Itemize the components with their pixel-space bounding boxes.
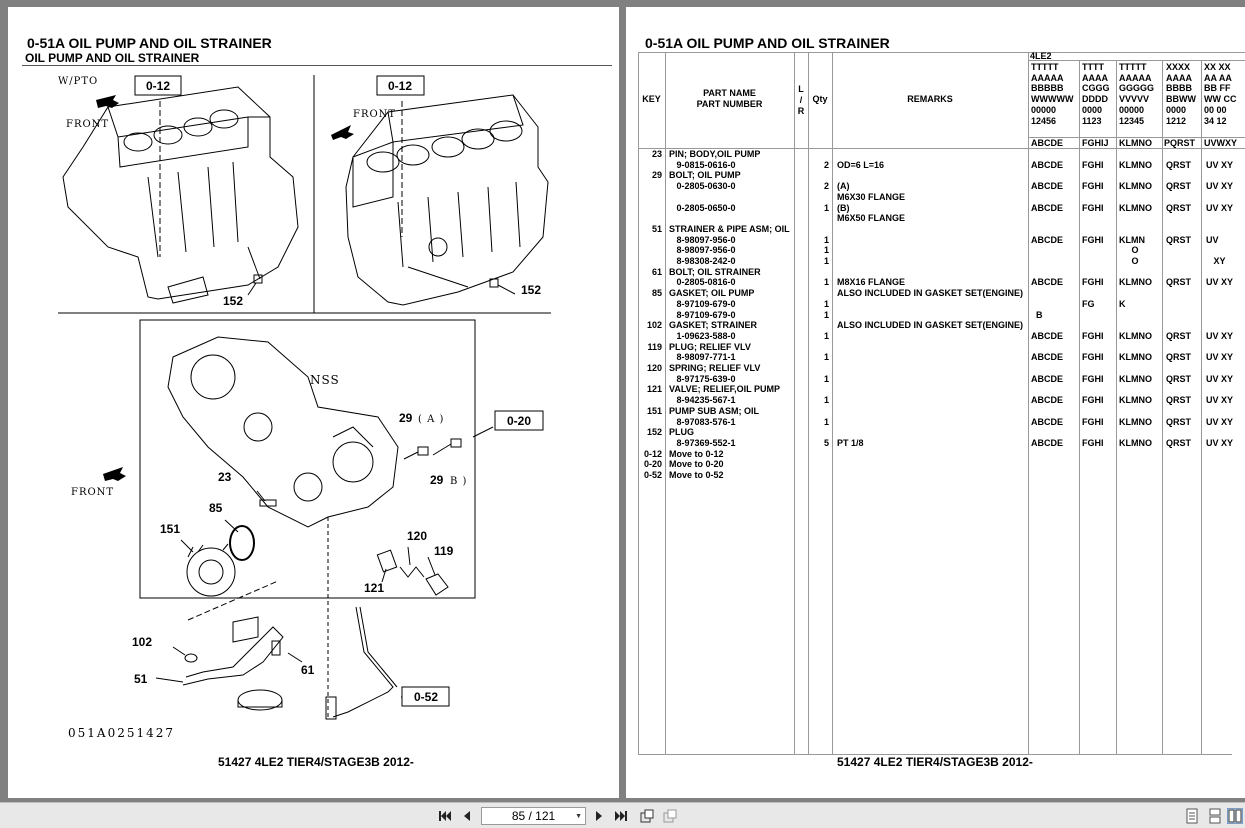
callout-51: 51: [134, 672, 148, 686]
front-arrow-icon: [96, 95, 119, 108]
header-qty: Qty: [812, 94, 828, 104]
header-part-name: PART NAME: [703, 88, 756, 98]
nss-label: NSS: [310, 373, 340, 387]
wpto-label: W/PTO: [58, 76, 98, 87]
pump-151: [186, 543, 236, 597]
svg-text:0-12: 0-12: [146, 79, 170, 93]
gasket-85: [229, 525, 255, 561]
pump-cover: [167, 336, 399, 528]
page-title: 0-51A OIL PUMP AND OIL STRAINER: [645, 35, 890, 51]
single-page-icon[interactable]: [1184, 808, 1200, 824]
engine-block-right: [345, 94, 549, 306]
model-code-col-4: XXXX AAAA BBBB BBWW 0000 1212: [1166, 62, 1196, 126]
model-code-col-2: TTTT AAAA CGGG DDDD 0000 1123: [1082, 62, 1110, 126]
bolt-61: [271, 640, 281, 656]
model-sub-1: ABCDE: [1031, 138, 1064, 148]
ref-box-0-20[interactable]: 0-20: [494, 410, 544, 431]
key-column: 23 29 51 61 85 102 119 120 121 151 152 0…: [643, 149, 662, 481]
model-col-2-values: FGHI FGHI FGHI FGHI FGHI FG FGHI FGHI FG…: [1082, 159, 1104, 448]
callout-152: 152: [521, 283, 541, 297]
qty-column: 2 2 1 1 1 1 1 1 1 1 1 1 1 1 5: [823, 159, 829, 448]
right-page: 0-51A OIL PUMP AND OIL STRAINER KEY PART…: [626, 7, 1245, 798]
front-label: FRONT: [353, 109, 396, 120]
rotate-icon[interactable]: [639, 808, 655, 824]
bolt-29: [403, 438, 462, 460]
model-code-col-1: TTTTT AAAAA BBBBB WWWWW 00000 12456: [1031, 62, 1074, 126]
callout-29-suffix: ( A ): [418, 414, 444, 425]
svg-text:0-20: 0-20: [507, 414, 531, 428]
callout-120: 120: [407, 529, 427, 543]
remarks-column: OD=6 L=16 (A) M6X30 FLANGE (B) M6X50 FLA…: [837, 159, 1024, 448]
page-title: 0-51A OIL PUMP AND OIL STRAINER: [27, 35, 272, 51]
model-code-col-3: TTTTT AAAAA GGGGG VVVVV 00000 12345: [1119, 62, 1155, 126]
relief-valve-parts: [376, 549, 449, 596]
left-page: 0-51A OIL PUMP AND OIL STRAINER OIL PUMP…: [8, 7, 619, 798]
model-sub-5: UVWXY: [1204, 138, 1238, 148]
model-sub-2: FGHIJ: [1082, 138, 1109, 148]
ref-box-0-12-left[interactable]: 0-12: [134, 75, 182, 96]
next-page-icon[interactable]: [591, 808, 607, 824]
svg-text:0-12: 0-12: [388, 79, 412, 93]
engine-block-left: [62, 86, 299, 304]
page-footer: 51427 4LE2 TIER4/STAGE3B 2012-: [218, 755, 414, 769]
front-label: FRONT: [66, 119, 109, 130]
header-lr: L / R: [797, 84, 805, 116]
ref-box-0-12-right[interactable]: 0-12: [376, 75, 425, 96]
exploded-diagram: W/PTO FRONT FRONT FRONT NSS 051A0251427 …: [58, 75, 551, 740]
callout-152: 152: [223, 294, 243, 308]
diagram-id: 051A0251427: [68, 726, 175, 740]
model-col-4-values: QRST QRST QRST QRST QRST QRST QRST QRST …: [1166, 159, 1192, 448]
header-model: 4LE2: [1030, 51, 1052, 61]
callout-85: 85: [209, 501, 223, 515]
front-arrow-icon: [331, 125, 354, 140]
parts-table: KEY PART NAME PART NUMBER L / R Qty REMA…: [638, 51, 1245, 755]
first-page-icon[interactable]: [437, 808, 453, 824]
leader-lines: [155, 101, 516, 717]
viewer-toolbar: 85 / 121 ▼: [0, 802, 1245, 828]
part-name-column: PIN; BODY,OIL PUMP 9-0815-0616-0 BOLT; O…: [669, 149, 790, 481]
callout-121: 121: [364, 581, 384, 595]
callout-61: 61: [301, 663, 315, 677]
callout-29: 29: [399, 411, 413, 425]
pipe-052: [325, 606, 398, 720]
model-col-5-values: UV XY UV XY UV XY UV XY UV XY UV XY UV X…: [1206, 159, 1234, 448]
model-sub-4: PQRST: [1164, 138, 1196, 148]
callout-151: 151: [160, 522, 180, 536]
prev-page-icon[interactable]: [459, 808, 475, 824]
callout-29: 29: [430, 473, 444, 487]
header-part-number: PART NUMBER: [696, 99, 763, 109]
page-subtitle: OIL PUMP AND OIL STRAINER: [25, 51, 200, 65]
two-page-icon[interactable]: [1227, 808, 1243, 824]
front-label: FRONT: [71, 487, 114, 498]
page-footer: 51427 4LE2 TIER4/STAGE3B 2012-: [837, 755, 1033, 769]
copy-icon[interactable]: [662, 808, 678, 824]
title-divider: [22, 65, 612, 66]
pin-23: [259, 499, 277, 507]
model-sub-3: KLMNO: [1119, 138, 1152, 148]
svg-text:0-52: 0-52: [414, 690, 438, 704]
callout-29-suffix: B ): [450, 476, 467, 487]
chevron-down-icon: ▼: [575, 813, 582, 820]
strainer-pipe-51: [182, 616, 284, 711]
ref-box-0-52[interactable]: 0-52: [401, 686, 450, 707]
last-page-icon[interactable]: [613, 808, 629, 824]
model-col-3-values: KLMNO KLMNO KLMNO KLMN O O KLMNO K KLMNO…: [1119, 159, 1152, 448]
continuous-page-icon[interactable]: [1207, 808, 1223, 824]
header-remarks: REMARKS: [907, 94, 953, 104]
callout-119: 119: [434, 544, 454, 558]
model-col-1-values: ABCDE ABCDE ABCDE ABCDE ABCDE B ABCDE AB…: [1031, 159, 1064, 448]
pump-inset-frame: [139, 319, 476, 599]
callout-23: 23: [218, 470, 232, 484]
front-arrow-icon: [103, 467, 126, 481]
model-code-col-5: XX XX AA AA BB FF WW CC 00 00 34 12: [1204, 62, 1237, 126]
page-indicator: 85 / 121: [511, 809, 556, 823]
header-key: KEY: [642, 94, 661, 104]
callout-102: 102: [132, 635, 152, 649]
page-number-select[interactable]: 85 / 121 ▼: [481, 807, 586, 825]
gasket-102: [184, 653, 198, 663]
